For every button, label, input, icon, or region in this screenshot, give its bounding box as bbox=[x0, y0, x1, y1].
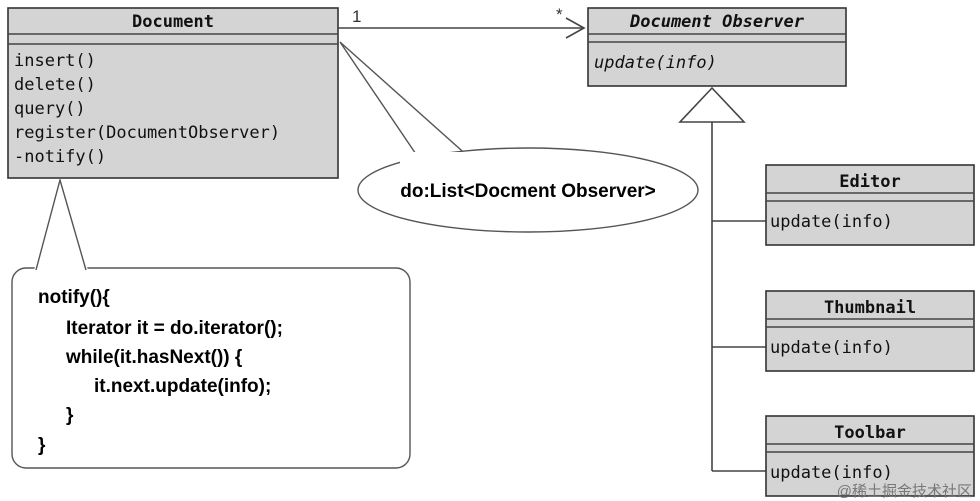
notify-note-tail bbox=[35, 177, 87, 271]
field-note-bubble: do:List<Docment Observer> bbox=[339, 41, 699, 233]
editor-class: Editor update(info) bbox=[765, 164, 975, 246]
notify-line-2: Iterator it = do.iterator(); bbox=[66, 318, 283, 339]
association-arrow: 1 * bbox=[338, 5, 586, 39]
observer-interface-name: Document Observer bbox=[629, 12, 805, 32]
toolbar-op-update: update(info) bbox=[770, 463, 893, 483]
field-note-tail bbox=[339, 41, 472, 161]
generalization-triangle bbox=[678, 86, 746, 123]
notify-line-1: notify(){ bbox=[38, 287, 110, 308]
document-class: Document insert() delete() query() regis… bbox=[7, 7, 339, 179]
editor-class-name: Editor bbox=[839, 172, 900, 192]
notify-note-box bbox=[11, 267, 411, 469]
toolbar-class-box bbox=[765, 415, 975, 497]
field-note-ellipse bbox=[357, 147, 699, 233]
document-op-notify: -notify() bbox=[14, 147, 106, 167]
observer-interface: Document Observer update(info) bbox=[587, 7, 847, 87]
thumbnail-class-box bbox=[765, 290, 975, 372]
target-multiplicity: * bbox=[556, 5, 563, 24]
notify-line-4: it.next.update(info); bbox=[94, 376, 271, 397]
notify-code-note: notify(){ Iterator it = do.iterator(); w… bbox=[11, 177, 411, 469]
notify-note-tail-fill bbox=[34, 178, 88, 270]
field-note-text: do:List<Docment Observer> bbox=[400, 181, 656, 202]
toolbar-class-name: Toolbar bbox=[834, 423, 906, 443]
editor-op-update: update(info) bbox=[770, 212, 893, 232]
editor-class-box bbox=[765, 164, 975, 246]
association-arrowhead bbox=[565, 17, 586, 39]
thumbnail-class: Thumbnail update(info) bbox=[765, 290, 975, 372]
notify-line-6: } bbox=[38, 435, 46, 456]
watermark-text: @稀土掘金技术社区 bbox=[837, 483, 972, 500]
document-class-box bbox=[7, 7, 339, 179]
toolbar-class: Toolbar update(info) bbox=[765, 415, 975, 497]
document-op-delete: delete() bbox=[14, 75, 96, 95]
observer-op-update: update(info) bbox=[594, 53, 717, 73]
document-op-query: query() bbox=[14, 99, 86, 119]
document-class-name: Document bbox=[132, 12, 214, 32]
notify-line-3: while(it.hasNext()) { bbox=[65, 347, 242, 368]
document-op-register: register(DocumentObserver) bbox=[14, 123, 280, 143]
generalization bbox=[678, 86, 766, 472]
thumbnail-op-update: update(info) bbox=[770, 338, 893, 358]
document-op-insert: insert() bbox=[14, 51, 96, 71]
notify-line-5: } bbox=[66, 405, 74, 426]
source-multiplicity: 1 bbox=[352, 7, 361, 26]
observer-interface-box bbox=[587, 7, 847, 87]
thumbnail-class-name: Thumbnail bbox=[824, 298, 916, 318]
